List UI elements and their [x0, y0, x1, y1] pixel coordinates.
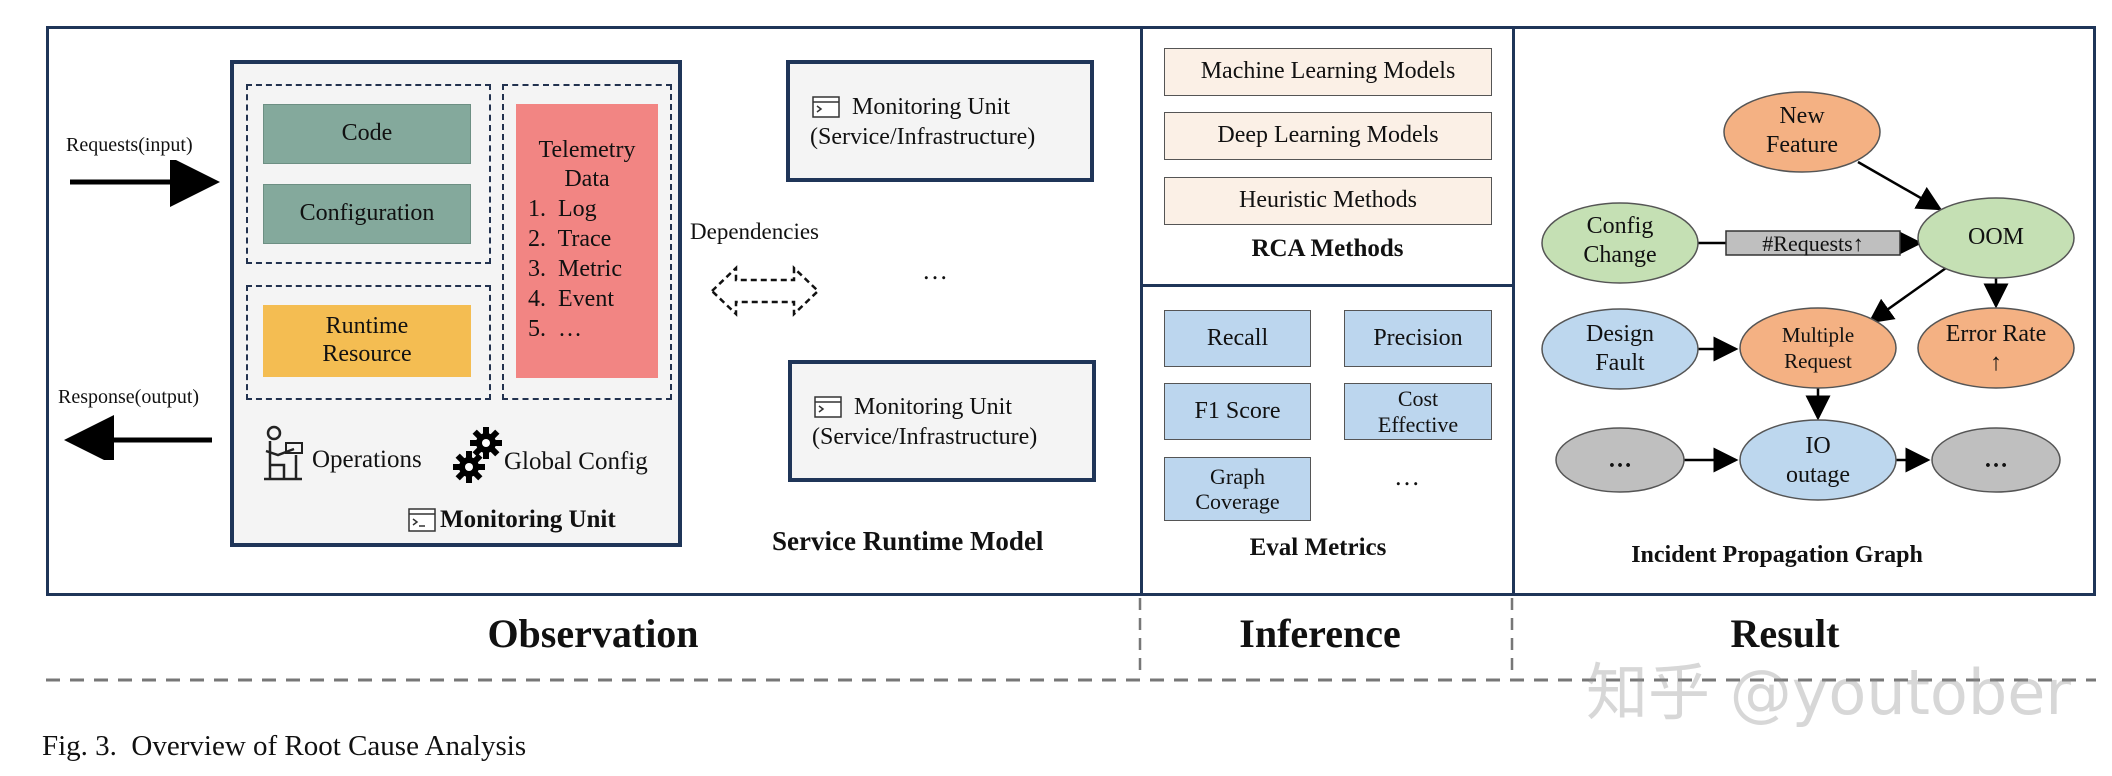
telemetry-group: [502, 84, 672, 400]
node-config-change: [1541, 202, 1699, 284]
telemetry-title: Telemetry Data: [538, 137, 636, 192]
rca-method-ml: Machine Learning Models: [1164, 48, 1492, 96]
label-error-rate: Error Rate ↑: [1945, 321, 2047, 376]
global-config-label: Global Config: [504, 448, 648, 475]
dependency-arrow: [710, 265, 820, 317]
code-config-group: [246, 84, 491, 264]
node-new-feature: [1723, 91, 1881, 173]
metric-cost-effective: Cost Effective: [1344, 383, 1492, 440]
rca-method-dl: Deep Learning Models: [1164, 112, 1492, 160]
runtime-group: [246, 285, 491, 400]
service-runtime-model-title: Service Runtime Model: [772, 526, 1044, 556]
service-monitoring-unit: Monitoring Unit (Service/Infrastructure): [786, 60, 1094, 182]
label-config-change: Config Change: [1583, 213, 1657, 268]
section-result: Result: [1730, 611, 1840, 656]
label-left-dots: …: [1608, 447, 1632, 473]
terminal-icon: [814, 396, 842, 418]
label-multiple-request: Multiple Request: [1781, 323, 1855, 374]
label-oom: OOM: [1967, 224, 2024, 250]
requests-box: [1725, 230, 1901, 256]
requests-label: Requests(input): [66, 134, 193, 156]
telemetry-item: 5. …: [528, 315, 582, 342]
section-separators: [46, 598, 2096, 682]
metric-recall: Recall: [1164, 310, 1311, 367]
configuration-box: Configuration: [263, 184, 471, 244]
runtime-resource-box: Runtime Resource: [263, 305, 471, 377]
code-box: Code: [263, 104, 471, 164]
metric-f1-score: F1 Score: [1164, 383, 1311, 440]
node-design-fault: [1541, 308, 1699, 390]
telemetry-item: 3. Metric: [528, 255, 622, 282]
telemetry-item: 2. Trace: [528, 225, 612, 252]
telemetry-item: 4. Event: [528, 285, 614, 312]
service-unit-line1: Monitoring Unit: [852, 94, 1011, 120]
label-right-dots: …: [1984, 447, 2008, 473]
incident-graph-title: Incident Propagation Graph: [1631, 542, 1923, 568]
service-unit-line2: (Service/Infrastructure): [812, 424, 1038, 450]
rca-methods-title: RCA Methods: [1251, 235, 1404, 262]
label-io-outage: IO outage: [1786, 433, 1850, 488]
metric-graph-coverage: Graph Coverage: [1164, 457, 1311, 521]
node-error-rate: [1917, 307, 2075, 389]
incident-graph: [1541, 91, 2075, 501]
edge-newfeature-oom: [1857, 160, 1943, 211]
metrics-ellipsis: …: [1394, 462, 1420, 491]
figure-caption: Fig. 3. Overview of Root Cause Analysis: [42, 730, 527, 762]
section-inference: Inference: [1239, 611, 1401, 656]
service-unit-line2: (Service/Infrastructure): [810, 124, 1036, 150]
label-new-feature: New Feature: [1766, 103, 1838, 158]
dependencies-label: Dependencies: [690, 219, 819, 244]
edge-oom-multiple: [1867, 266, 1947, 324]
metric-precision: Precision: [1344, 310, 1492, 367]
node-left-dots: [1555, 427, 1685, 493]
watermark: 知乎 @youtober: [1586, 656, 2071, 729]
telemetry-box: Telemetry Data 1. Log 2. Trace 3. Metric…: [516, 104, 658, 378]
terminal-icon: [408, 508, 436, 532]
telemetry-item: 1. Log: [528, 195, 597, 222]
service-monitoring-unit: Monitoring Unit (Service/Infrastructure): [788, 360, 1096, 482]
terminal-icon: [812, 96, 840, 118]
eval-metrics-title: Eval Metrics: [1249, 534, 1387, 561]
section-observation: Observation: [487, 611, 699, 656]
node-multiple-request: [1739, 307, 1897, 389]
node-right-dots: [1931, 427, 2061, 493]
operations-label: Operations: [312, 446, 422, 473]
node-io-outage: [1739, 419, 1897, 501]
io-arrows: [64, 160, 220, 460]
service-unit-line1: Monitoring Unit: [854, 394, 1013, 420]
node-oom: [1917, 197, 2075, 279]
label-design-fault: Design Fault: [1586, 321, 1654, 376]
gears-icon: [453, 427, 502, 483]
rca-method-heuristic: Heuristic Methods: [1164, 177, 1492, 225]
result-panel: [1512, 26, 2096, 596]
response-label: Response(output): [58, 386, 200, 408]
monitoring-unit-title: Monitoring Unit: [440, 506, 616, 533]
units-ellipsis: …: [922, 256, 948, 285]
label-requests: #Requests↑: [1762, 231, 1864, 256]
operator-icon: [264, 425, 303, 481]
